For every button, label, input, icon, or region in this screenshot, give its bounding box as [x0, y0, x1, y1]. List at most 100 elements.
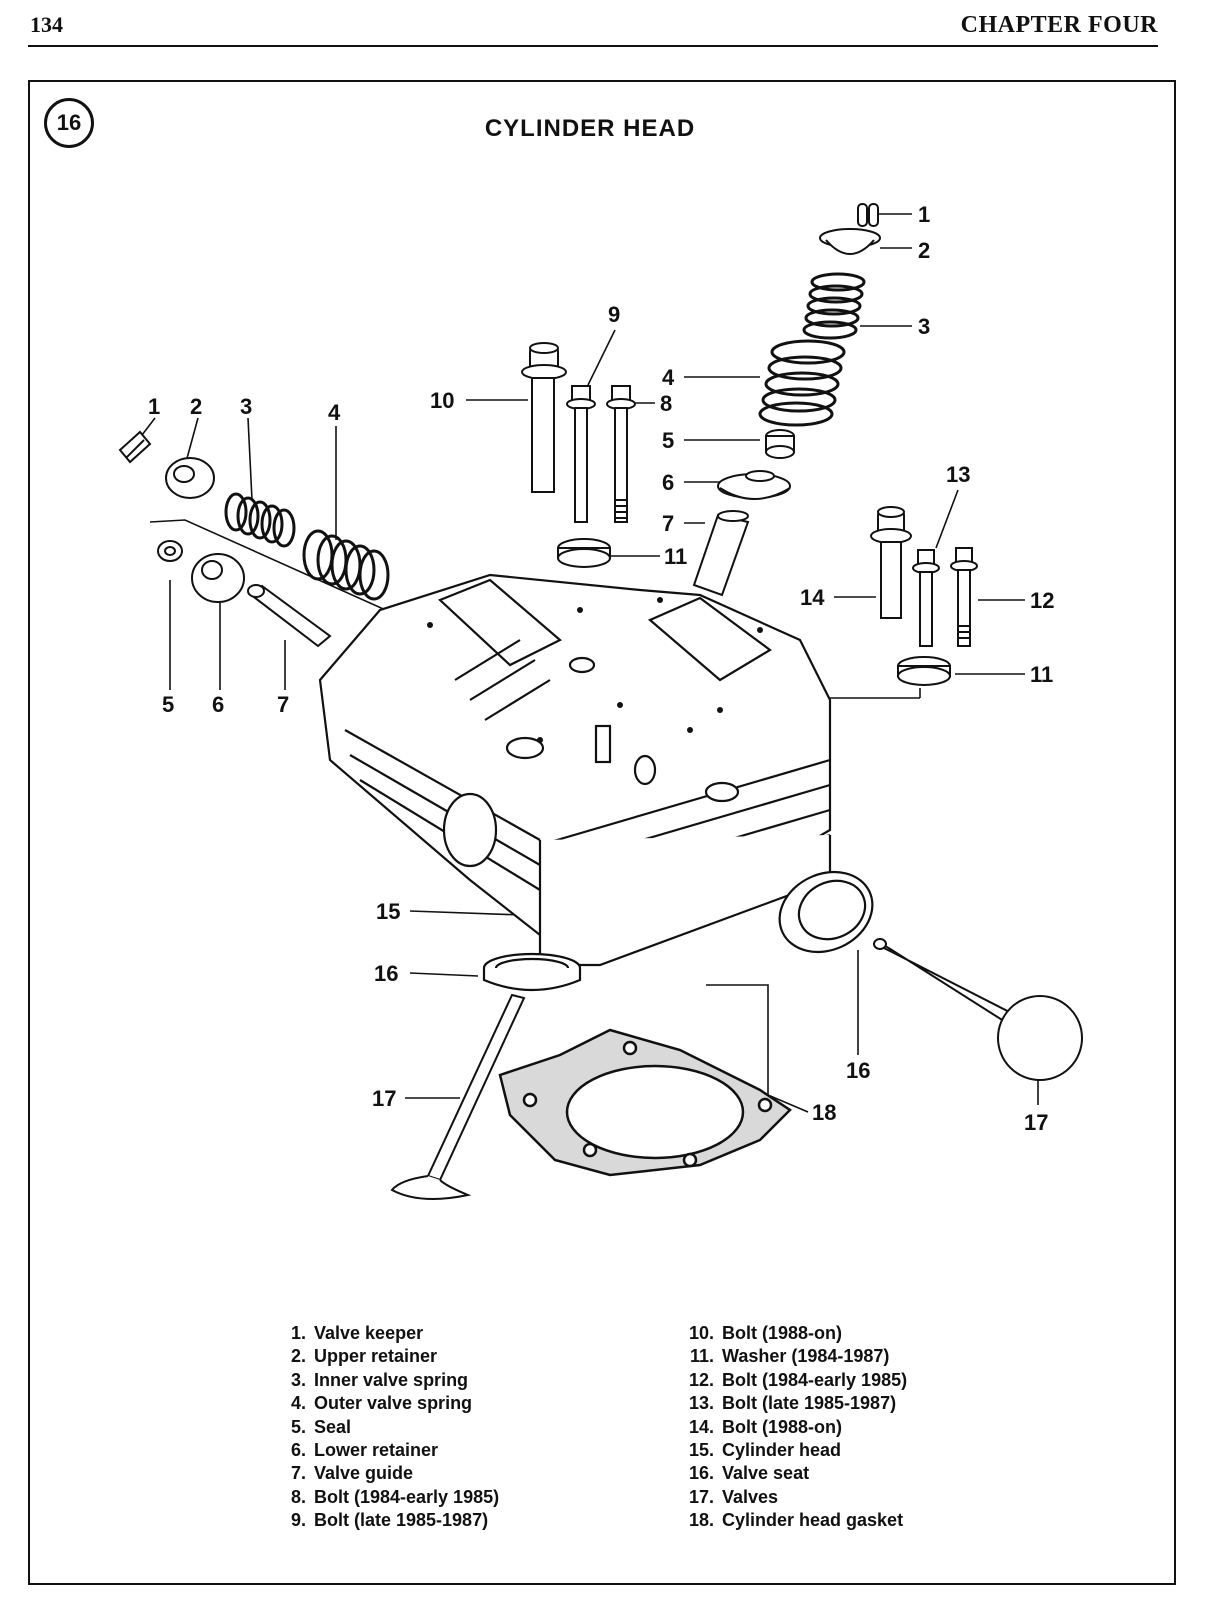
- legend-label: Seal: [314, 1416, 352, 1437]
- callout-top-3: 3: [918, 314, 930, 339]
- figure-title: CYLINDER HEAD: [484, 115, 696, 142]
- left-upper-retainer: [165, 457, 215, 499]
- legend-item: 7.Valve guide: [270, 1462, 499, 1485]
- legend-number: 11.: [689, 1346, 714, 1367]
- top-inner-valve-spring: [802, 272, 866, 340]
- top-valve-keeper: [857, 203, 879, 227]
- cylinder-head-gasket: [498, 1028, 792, 1177]
- callout-labels: 1 2 3 4 5 6 7 8 9 10 11 1 2 3 4 5 6 7 13…: [148, 202, 1054, 1135]
- legend-label: Valves: [722, 1486, 779, 1507]
- legend-item: 14. Bolt (1988-on): [678, 1416, 907, 1439]
- top-upper-retainer: [819, 228, 881, 255]
- legend-label: Valve keeper: [314, 1323, 424, 1343]
- legend-label: Bolt (1984-early 1985): [314, 1486, 500, 1507]
- top-outer-valve-spring: [758, 339, 846, 427]
- callout-left-5: 5: [162, 692, 174, 717]
- legend-item: 8. Bolt (1984-early 1985): [270, 1486, 499, 1509]
- legend-label: Bolt (1988-on): [722, 1416, 843, 1437]
- legend-number: 12.: [688, 1369, 714, 1390]
- legend-item: 18.Cylinder head gasket: [678, 1509, 907, 1532]
- legend-item: 13.Bolt (late 1985-1987): [678, 1392, 907, 1415]
- legend-label: Washer (1984-1987): [722, 1346, 890, 1367]
- figure-number-badge: 16: [44, 98, 94, 148]
- header-rule: [28, 45, 1158, 47]
- legend-item: 2.Upper retainer: [270, 1345, 499, 1368]
- bolt-10: [521, 342, 567, 493]
- callout-seat-16-right: 16: [846, 1058, 870, 1083]
- legend-item: 1.Valve keeper: [270, 1322, 499, 1345]
- legend-number: 4.: [290, 1393, 306, 1414]
- callout-valve-17-left: 17: [372, 1086, 396, 1111]
- legend-label: Cylinder head: [722, 1440, 842, 1461]
- callout-gasket-18: 18: [812, 1100, 836, 1125]
- cylinder-head-body: [318, 573, 832, 967]
- callout-left-1: 1: [148, 394, 160, 419]
- cylinder-head-exploded-diagram: 1 2 3 4 5 6 7 8 9 10 11 1 2 3 4 5 6 7 13…: [118, 202, 1083, 1200]
- legend-number: 5.: [290, 1416, 306, 1437]
- legend-label: Bolt (1988-on): [722, 1323, 843, 1343]
- legend-number: 6.: [290, 1440, 306, 1461]
- callout-top-11: 11: [664, 544, 687, 569]
- bolt-13: [912, 549, 940, 647]
- legend-number: 13.: [688, 1393, 714, 1414]
- legend-item: 10.Bolt (1988-on): [678, 1322, 907, 1345]
- valve-17-left: [390, 993, 526, 1200]
- bolt-9: [566, 385, 596, 523]
- legend-label: Outer valve spring: [314, 1393, 473, 1414]
- bolt-14: [870, 506, 912, 619]
- legend-right-column: 10.Bolt (1988-on) 11.Washer (1984-1987) …: [678, 1322, 907, 1533]
- legend-item: 11. Washer (1984-1987): [678, 1345, 907, 1368]
- callout-left-7: 7: [277, 692, 289, 717]
- legend-item: 4. Outer valve spring: [270, 1392, 499, 1415]
- top-lower-retainer: [717, 470, 791, 500]
- page-number: 134: [30, 12, 63, 37]
- callout-top-2: 2: [918, 238, 930, 263]
- valve-seat-16-right: [778, 870, 874, 954]
- legend-label: Valve seat: [722, 1463, 810, 1484]
- figure-frame: [28, 80, 1176, 1585]
- left-inner-valve-spring: [224, 492, 296, 548]
- washer-11-top: [557, 538, 611, 568]
- legend-number: 3.: [290, 1369, 306, 1390]
- top-valve-guide: [692, 510, 750, 597]
- washer-11-right: [897, 656, 951, 686]
- legend-number: 8.: [290, 1486, 306, 1507]
- left-seal: [157, 540, 183, 562]
- callout-left-2: 2: [190, 394, 202, 419]
- callout-top-8: 8: [660, 391, 672, 416]
- left-lower-retainer: [191, 553, 245, 603]
- callout-top-1: 1: [918, 202, 930, 227]
- callout-seat-16-left: 16: [374, 961, 398, 986]
- legend-item: 5. Seal: [270, 1416, 499, 1439]
- valve-seat-16-left: [482, 952, 582, 992]
- legend-item: 16.Valve seat: [678, 1462, 907, 1485]
- top-seal: [765, 429, 795, 459]
- callout-top-7: 7: [662, 511, 674, 536]
- callout-head-15: 15: [376, 899, 400, 924]
- legend-number: 15.: [688, 1440, 714, 1461]
- legend-number: 14.: [688, 1416, 714, 1437]
- legend-item: 15. Cylinder head: [678, 1439, 907, 1462]
- legend-number: 9.: [290, 1510, 306, 1531]
- left-valve-guide: [247, 584, 332, 648]
- legend-item: 17.Valves: [678, 1486, 907, 1509]
- legend-left-column: 1.Valve keeper 2.Upper retainer 3. Inner …: [270, 1322, 499, 1533]
- bolt-8: [606, 385, 636, 523]
- bolt-12: [950, 547, 978, 647]
- legend-label: Inner valve spring: [314, 1369, 469, 1390]
- left-valve-keeper: [118, 430, 152, 464]
- legend-number: 7.: [290, 1463, 306, 1484]
- legend-label: Upper retainer: [314, 1346, 438, 1367]
- callout-top-5: 5: [662, 428, 674, 453]
- callout-right-12: 12: [1030, 588, 1054, 613]
- valve-17-right: [873, 938, 1083, 1081]
- legend-number: 18.: [688, 1510, 714, 1531]
- callout-top-4: 4: [662, 365, 675, 390]
- legend-label: Bolt (1984-early 1985): [722, 1369, 908, 1390]
- legend-item: 9.Bolt (late 1985-1987): [270, 1509, 499, 1532]
- left-outer-valve-spring: [302, 529, 390, 601]
- legend-item: 3. Inner valve spring: [270, 1369, 499, 1392]
- legend-label: Lower retainer: [314, 1440, 439, 1461]
- legend-item: 6. Lower retainer: [270, 1439, 499, 1462]
- left-bracket-line: [149, 519, 391, 613]
